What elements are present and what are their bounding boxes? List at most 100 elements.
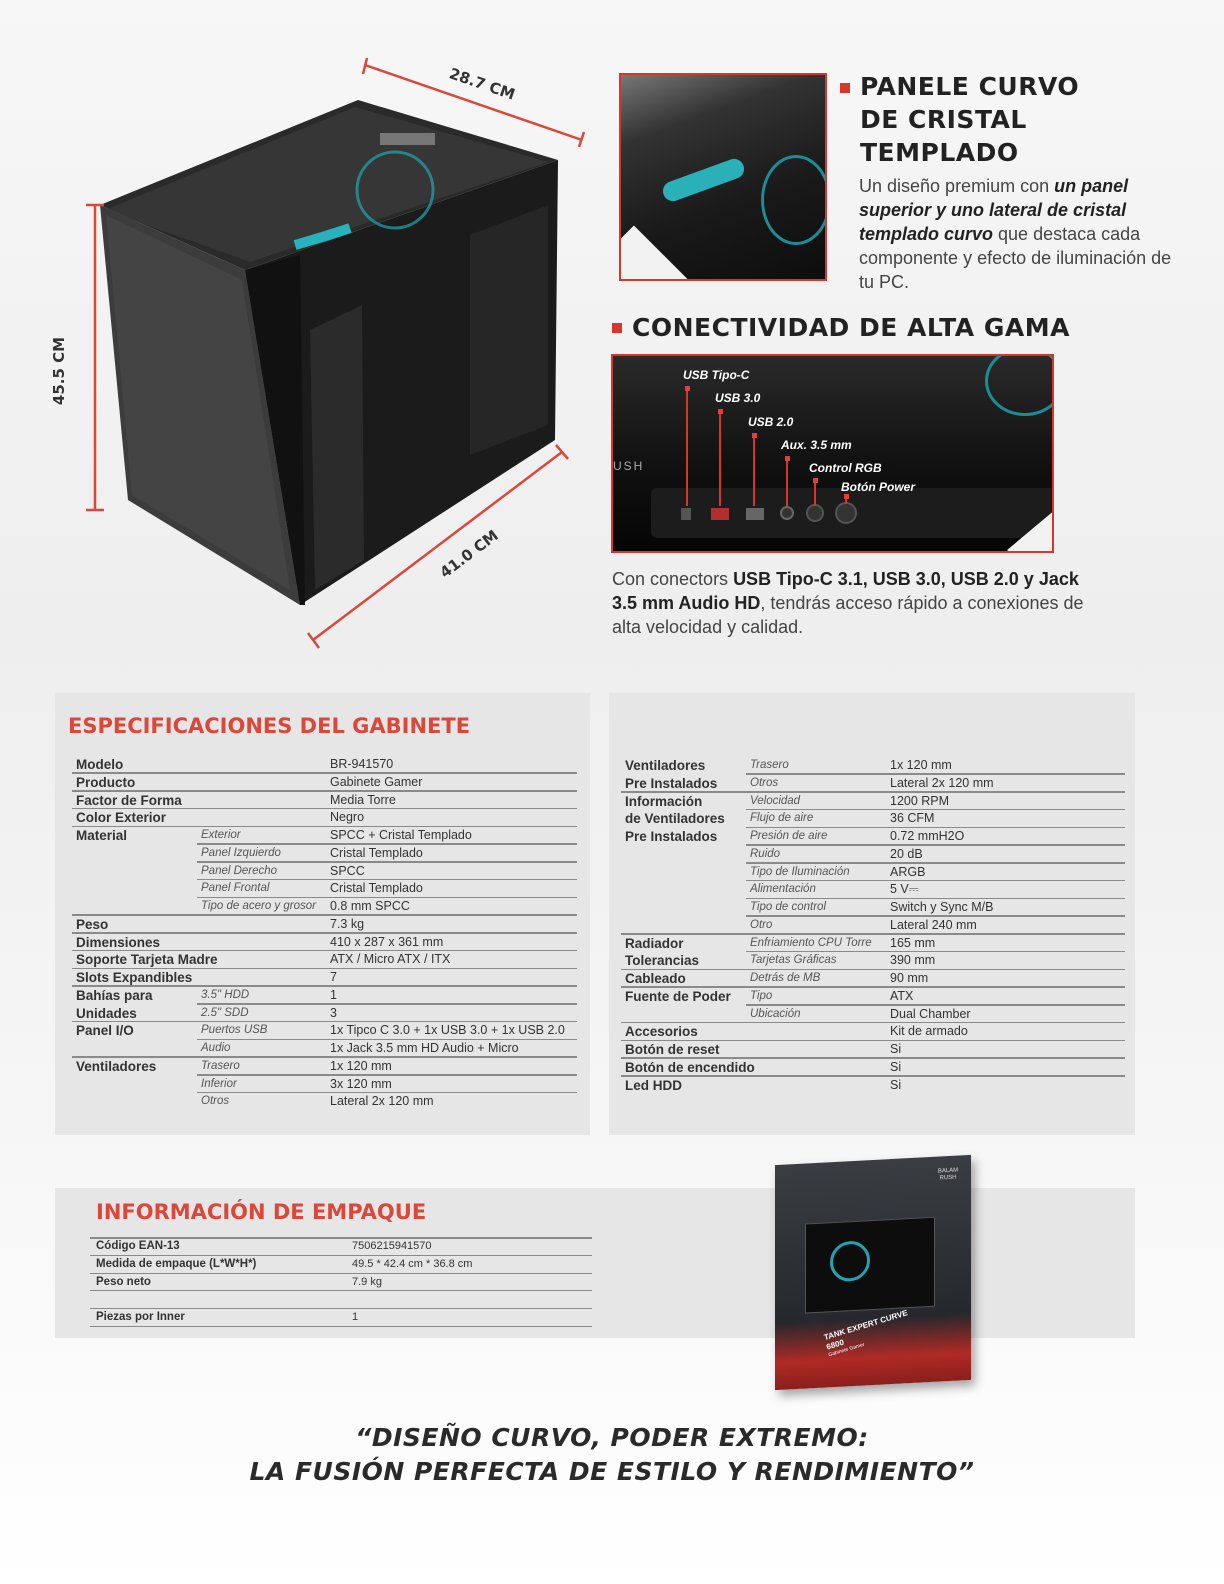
connector-label-usb-c: USB Tipo-C [683, 368, 750, 382]
row-divider [621, 1057, 1125, 1059]
spec-row: Enfriamiento CPU Torre 165 mm [0, 935, 1125, 953]
row-divider [746, 879, 1125, 882]
divider [90, 1237, 592, 1239]
spec-value: 5 V⎓ [890, 882, 919, 897]
packaging-value: 1 [352, 1311, 359, 1324]
spec-sub-label: Inferior [201, 1077, 237, 1090]
spec-sub-label: Exterior [201, 829, 241, 841]
spec-group-label: Color Exterior [76, 810, 167, 826]
spec-group-label: de Ventiladores [625, 811, 725, 827]
spec-value: Cristal Templado [330, 881, 423, 896]
row-divider [621, 933, 1125, 935]
spec-value: SPCC [330, 863, 365, 878]
spec-value: Si [890, 1059, 902, 1074]
spec-value: Si [890, 1077, 902, 1092]
spec-value: 165 mm [890, 935, 936, 950]
spec-group-label: Dimensiones [76, 934, 161, 950]
spec-value: 0.8 mm SPCC [330, 899, 410, 913]
spec-group-label: Material [76, 828, 128, 843]
spec-group-label: Accesorios [625, 1024, 698, 1040]
spec-sub-label: Presión de aire [750, 830, 828, 842]
row-divider [197, 1003, 577, 1005]
row-divider [72, 1056, 577, 1058]
spec-row: 7.3 kg [0, 916, 577, 934]
box-product-name: TANK EXPERT CURVE 6800 Gabinete Gamer [823, 1308, 913, 1359]
spec-sub-label: 2.5" SDD [201, 1006, 249, 1019]
feature-curved-glass-description: Un diseño premium con un panel superior … [859, 174, 1189, 294]
tagline-line-2: LA FUSIÓN PERFECTA DE ESTILO Y RENDIMIEN… [249, 1457, 975, 1486]
row-divider [72, 790, 577, 792]
spec-sub-label: Tipo de control [750, 901, 826, 913]
spec-value: Lateral 2x 120 mm [890, 775, 994, 790]
specs-panel-left [55, 693, 590, 1135]
spec-group-label: Factor de Forma [76, 792, 182, 808]
spec-value: Negro [330, 810, 365, 825]
spec-value: Cristal Templado [330, 845, 423, 860]
row-divider [72, 949, 577, 952]
spec-value: Lateral 240 mm [890, 917, 977, 932]
row-divider [197, 843, 577, 845]
spec-value: 3 [330, 1005, 337, 1020]
spec-row: Negro [0, 809, 577, 827]
row-divider [746, 1004, 1125, 1006]
specs-title: ESPECIFICACIONES DEL GABINETE [68, 714, 471, 738]
text-emphasis: un panel superior y uno lateral de crist… [859, 176, 1129, 244]
row-divider [197, 1074, 577, 1076]
spec-value: 1x Jack 3.5 mm HD Audio + Micro [330, 1041, 519, 1055]
spec-value: Gabinete Gamer [330, 774, 423, 789]
spec-sub-label: Enfriamiento CPU Torre [750, 936, 872, 949]
height-dimension-label: 45.5 CM [50, 336, 69, 406]
spec-sub-label: 3.5" HDD [201, 988, 250, 1001]
row-divider [746, 950, 1125, 953]
row-divider [72, 914, 577, 916]
row-divider [621, 968, 1125, 970]
spec-group-label: Soporte Tarjeta Madre [76, 952, 218, 968]
spec-value: 1x 120 mm [890, 758, 952, 772]
box-brand-logo: BALAM RUSH [937, 1167, 959, 1182]
spec-row: Kit de armado [0, 1023, 1125, 1041]
row-divider [621, 1021, 1125, 1024]
spec-value: 410 x 287 x 361 mm [330, 934, 444, 949]
row-divider [197, 1091, 577, 1094]
spec-value: 36 CFM [890, 811, 935, 826]
feature-connectivity-title: CONECTIVIDAD DE ALTA GAMA [632, 313, 1070, 342]
spec-group-label: Bahías para [76, 987, 153, 1003]
specs-panel-right [609, 693, 1135, 1135]
spec-sub-label: Panel Frontal [201, 882, 270, 895]
row-divider [746, 808, 1125, 811]
spec-row: Si [0, 1077, 1125, 1095]
row-divider [197, 896, 577, 898]
spec-value: 7 [330, 970, 337, 984]
spec-row: Panel Frontal Cristal Templado [0, 880, 577, 898]
row-divider [621, 1039, 1125, 1041]
connector-label-rgb: Control RGB [809, 461, 882, 475]
spec-group-label: Slots Expandibles [76, 970, 193, 985]
spec-group-label: Producto [76, 774, 136, 790]
spec-value: 20 dB [890, 846, 923, 861]
spec-sub-label: Velocidad [750, 794, 801, 807]
row-divider [746, 862, 1125, 864]
spec-sub-label: Tarjetas Gráficas [750, 954, 837, 967]
spec-value: 1x 120 mm [330, 1058, 392, 1073]
row-divider [72, 807, 577, 810]
spec-row: Si [0, 1041, 1125, 1059]
spec-group-label: Pre Instalados [625, 775, 718, 791]
spec-row: 7 [0, 969, 577, 987]
row-divider [72, 967, 577, 969]
spec-group-label: Tolerancias [625, 953, 700, 969]
spec-sub-label: Panel Izquierdo [201, 846, 281, 859]
spec-row: ATX / Micro ATX / ITX [0, 951, 577, 969]
spec-sub-label: Panel Derecho [201, 864, 278, 877]
